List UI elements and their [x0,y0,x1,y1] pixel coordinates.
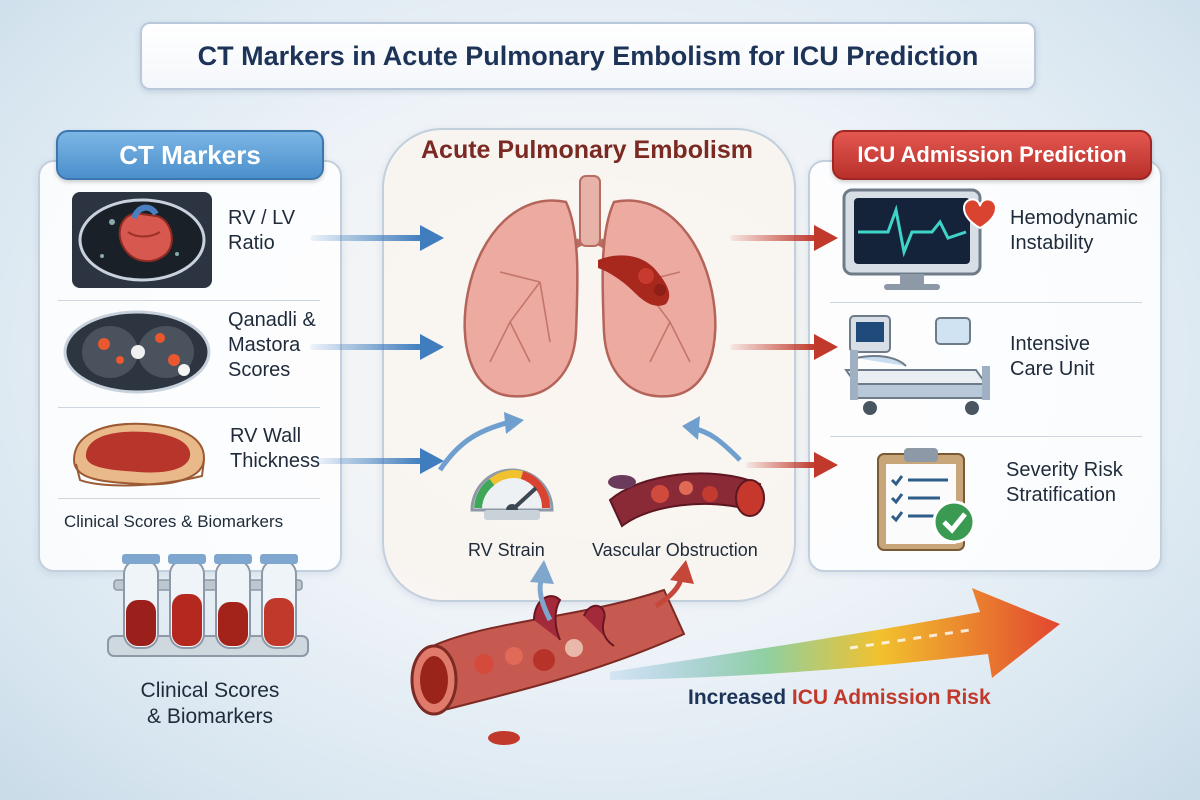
label-line: Ratio [228,232,275,254]
rv-strain-gauge-icon [470,468,554,520]
label-line: & Biomarkers [146,705,274,728]
qanadli-mastora-label: Qanadli & Mastora Scores [228,308,316,383]
heart-monitor-icon [842,188,998,290]
arrow-rvlv-to-lungs [310,235,422,241]
rv-lv-ratio-label: RV / LV Ratio [228,206,295,256]
label-line: RV Wall [230,425,302,447]
arrow-head [420,225,444,251]
label-line: Mastora [228,334,301,356]
divider [830,302,1142,303]
label-line: Thickness [230,450,321,472]
label-line: Hemodynamic [1010,207,1138,229]
hemodynamic-instability-label: Hemodynamic Instability [1010,206,1138,256]
divider [830,436,1142,437]
arrow-to-severity [746,462,816,468]
page-title: CT Markers in Acute Pulmonary Embolism f… [197,40,979,71]
arrow-head [814,452,838,478]
label-line: Instability [1010,232,1094,254]
label-line: Intensive [1010,333,1091,355]
arrow-lungs-to-hemodynamic [730,235,816,241]
divider [58,498,320,499]
label-line: Care Unit [1010,358,1095,380]
severity-risk-label: Severity Risk Stratification [1006,458,1123,508]
risk-highlight: ICU Admission Risk [791,686,991,709]
risk-prefix: Increased [688,686,787,709]
label-line: RV / LV [228,207,296,229]
icu-bed-icon [844,315,990,415]
divider [58,407,320,408]
vascular-obstruction-icon [608,472,765,528]
label-line: Scores [228,359,291,381]
rv-wall-tissue-icon [72,422,206,487]
title-banner: CT Markers in Acute Pulmonary Embolism f… [140,22,1036,90]
risk-caption: Increased ICU Admission Risk [688,686,991,710]
icu-prediction-header: ICU Admission Prediction [832,130,1152,180]
arrow-head [814,225,838,251]
acute-pe-title: Acute Pulmonary Embolism [420,136,754,164]
blood-vessel-clot-icon [410,588,686,745]
rv-wall-thickness-label: RV Wall Thickness [230,424,320,474]
label-line: Clinical Scores [140,679,280,702]
divider [58,300,320,301]
intensive-care-unit-label: Intensive Care Unit [1010,332,1094,382]
feedback-arrows [437,412,742,622]
label-line: Stratification [1006,484,1117,506]
heart-ct-icon [72,192,212,288]
arrow-lungs-to-icu [730,344,816,350]
arrow-wall-to-lungs [316,458,422,464]
tubes-label: Clinical Scores & Biomarkers [130,678,290,730]
risk-gradient-arrow [610,588,1060,680]
blood-test-tubes-icon [107,554,309,657]
clinical-scores-footer: Clinical Scores & Biomarkers [64,512,284,531]
label-line: Qanadli & [228,309,316,331]
clipboard-check-icon [877,448,976,551]
arrow-scores-to-lungs [310,344,422,350]
vascular-obstruction-label: Vascular Obstruction [592,540,758,560]
lungs-illustration [463,175,717,398]
chest-ct-scan-icon [63,310,211,394]
arrow-head [814,334,838,360]
rv-strain-label: RV Strain [468,540,545,560]
label-line: Severity Risk [1006,459,1123,481]
arrow-head [420,334,444,360]
ct-markers-header: CT Markers [56,130,324,180]
